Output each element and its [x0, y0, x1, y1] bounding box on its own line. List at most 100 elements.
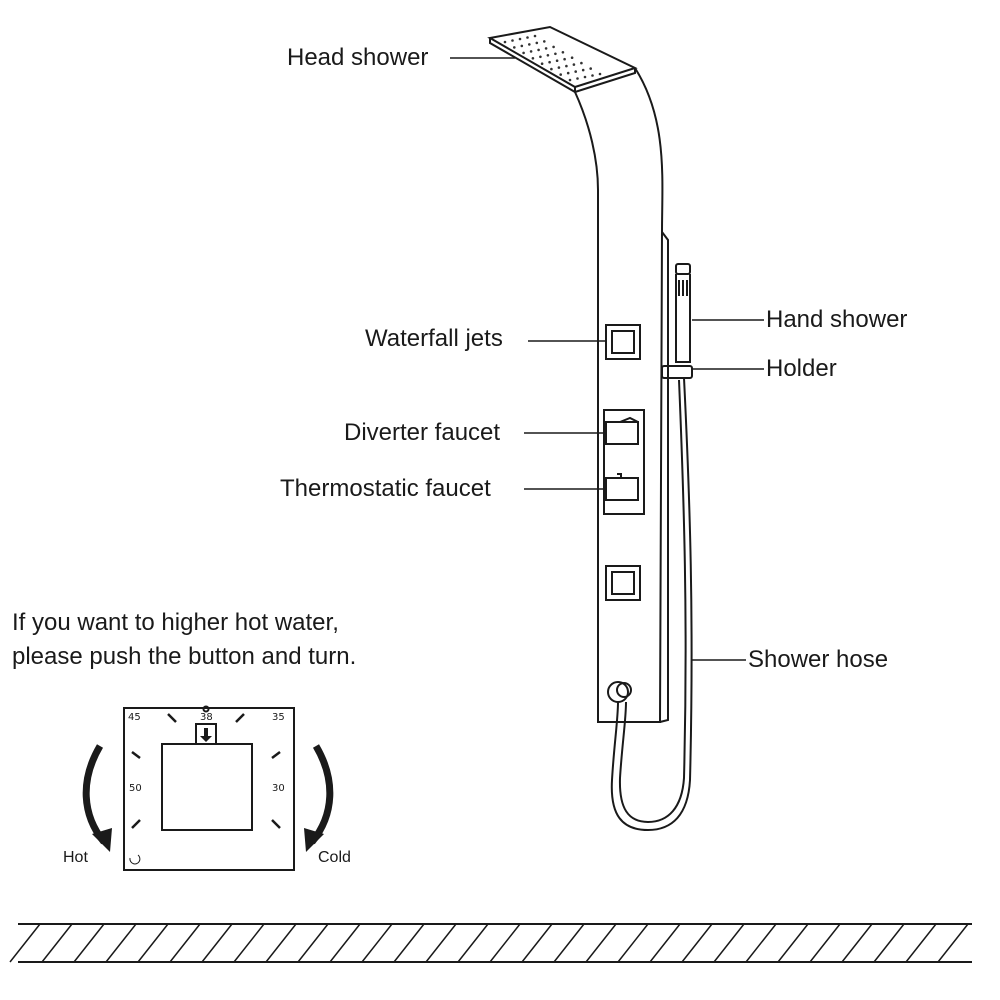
head-shower-hole: [520, 44, 524, 48]
floor-hatch-line: [41, 923, 73, 963]
waterfall-jet-upper: [605, 324, 641, 360]
head-shower-hole: [513, 46, 516, 49]
label-thermostatic-faucet: Thermostatic faucet: [280, 475, 491, 502]
head-shower-hole: [533, 34, 537, 38]
head-shower-hole: [550, 67, 553, 71]
head-shower-hole: [543, 40, 546, 43]
floor-hatch-line: [553, 923, 585, 963]
floor-hatch-line: [777, 923, 809, 963]
head-shower-holes: [503, 34, 602, 82]
head-shower-hole: [554, 52, 557, 56]
floor-hatch-line: [329, 923, 361, 963]
head-shower-hole: [555, 59, 559, 62]
floor-hatch-line: [393, 923, 425, 963]
label-diverter-faucet: Diverter faucet: [344, 419, 501, 446]
floor-hatch-line: [297, 923, 329, 963]
floor: [9, 923, 972, 963]
head-shower-hole: [574, 70, 577, 73]
floor-hatch-line: [489, 923, 521, 963]
instruction-line-1: If you want to higher hot water,: [12, 609, 339, 636]
head-shower-hole: [583, 75, 587, 79]
faucet-plate: [603, 409, 645, 515]
head-shower-plate: [487, 25, 638, 94]
head-shower-hole: [540, 62, 544, 65]
thermostat-dial: [123, 705, 295, 871]
water-outlet: [607, 681, 632, 703]
head-shower-hole: [528, 43, 531, 46]
waterfall-jet-lower: [605, 565, 641, 601]
head-shower-hole: [511, 39, 514, 42]
head-shower-hole: [589, 67, 592, 70]
floor-hatch-line: [425, 923, 457, 963]
head-shower-hole: [529, 50, 533, 53]
floor-hatch-line: [617, 923, 649, 963]
head-shower-hole: [580, 61, 583, 65]
floor-hatch-line: [233, 923, 265, 963]
head-shower-hole: [576, 77, 579, 80]
dial-mark-50: 50: [129, 783, 142, 794]
floor-hatch-line: [137, 923, 169, 963]
head-shower-hole: [565, 64, 568, 68]
head-shower-hole: [570, 56, 574, 59]
head-shower-hole: [591, 74, 594, 77]
dial-mark-38: 38: [200, 712, 213, 723]
label-shower-hose: Shower hose: [748, 646, 889, 673]
floor-hatch-line: [9, 923, 41, 963]
label-cold: Cold: [318, 849, 351, 866]
floor-hatch-line: [649, 923, 681, 963]
head-shower-hole: [598, 72, 602, 76]
floor-hatch-line: [201, 923, 233, 963]
floor-hatch-line: [713, 923, 745, 963]
dial-mark-30: 30: [272, 783, 285, 794]
head-shower-hole: [561, 51, 565, 54]
label-waterfall-jets: Waterfall jets: [365, 325, 503, 352]
head-shower-hole: [581, 68, 585, 72]
head-shower-hole: [552, 45, 555, 49]
dial-mark-35: 35: [272, 712, 285, 723]
shower-column: [574, 67, 669, 723]
head-shower-hole: [566, 71, 570, 75]
label-holder: Holder: [766, 355, 837, 382]
floor-hatch-line: [681, 923, 713, 963]
head-shower-hole: [568, 78, 572, 82]
head-shower-hole: [557, 66, 561, 69]
floor-hatch-line: [905, 923, 937, 963]
floor-hatch-line: [169, 923, 201, 963]
floor-hatch-line: [73, 923, 105, 963]
floor-hatch-line: [841, 923, 873, 963]
head-shower-hole: [559, 73, 562, 76]
head-shower-hole: [548, 60, 551, 64]
instruction-line-2: please push the button and turn.: [12, 643, 357, 670]
leader-lines: [450, 57, 764, 661]
floor-hatch-line: [457, 923, 489, 963]
head-shower-hole: [518, 37, 522, 41]
label-head-shower: Head shower: [287, 44, 429, 71]
floor-hatch-line: [265, 923, 297, 963]
head-shower-hole: [535, 41, 539, 45]
head-shower-hole: [572, 63, 576, 66]
floor-hatch-line: [521, 923, 553, 963]
floor-hatch-line: [585, 923, 617, 963]
hand-shower-holder: [661, 365, 693, 379]
head-shower-hole: [526, 36, 529, 39]
label-hand-shower: Hand shower: [766, 306, 908, 333]
floor-hatch-line: [105, 923, 137, 963]
floor-hatch-line: [873, 923, 905, 963]
dial-mark-45: 45: [128, 712, 141, 723]
hand-shower: [675, 263, 691, 363]
head-shower-hole: [503, 40, 507, 44]
head-shower-hole: [563, 57, 566, 61]
shower-hose: [610, 377, 693, 832]
head-shower-hole: [546, 54, 550, 57]
head-shower-hole: [539, 55, 542, 59]
floor-hatch-line: [361, 923, 393, 963]
floor-hatch-line: [745, 923, 777, 963]
label-hot: Hot: [63, 849, 88, 866]
cold-arrow: [304, 744, 334, 852]
floor-hatch-line: [809, 923, 841, 963]
hot-arrow: [82, 744, 112, 852]
floor-hatch-line: [937, 923, 969, 963]
head-shower-hole: [522, 51, 525, 55]
head-shower-hole: [537, 48, 540, 52]
